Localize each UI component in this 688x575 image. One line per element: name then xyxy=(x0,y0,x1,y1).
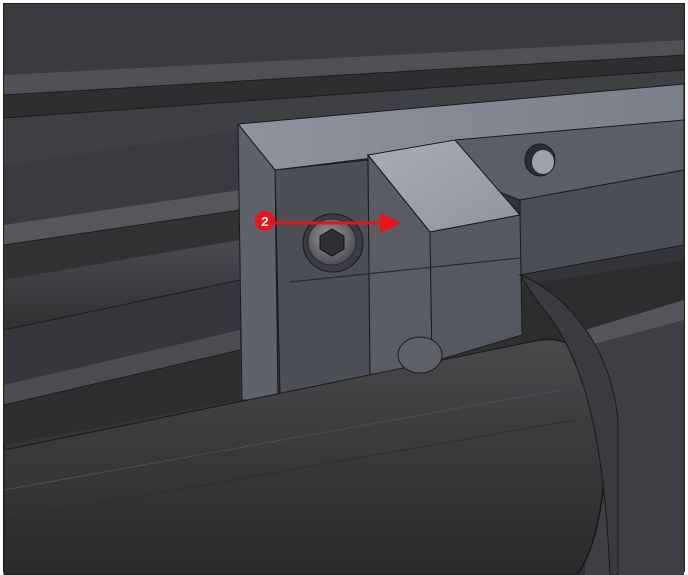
callout-arrowhead xyxy=(380,213,402,233)
hex-socket xyxy=(319,228,345,257)
left-rail xyxy=(3,130,241,445)
housing-edge xyxy=(518,273,619,575)
callout-2: 2 xyxy=(255,211,402,233)
callout-badge xyxy=(255,211,275,231)
socket-head-screw xyxy=(302,213,364,273)
shaft-bore xyxy=(397,336,443,374)
callout-number: 2 xyxy=(261,214,268,229)
